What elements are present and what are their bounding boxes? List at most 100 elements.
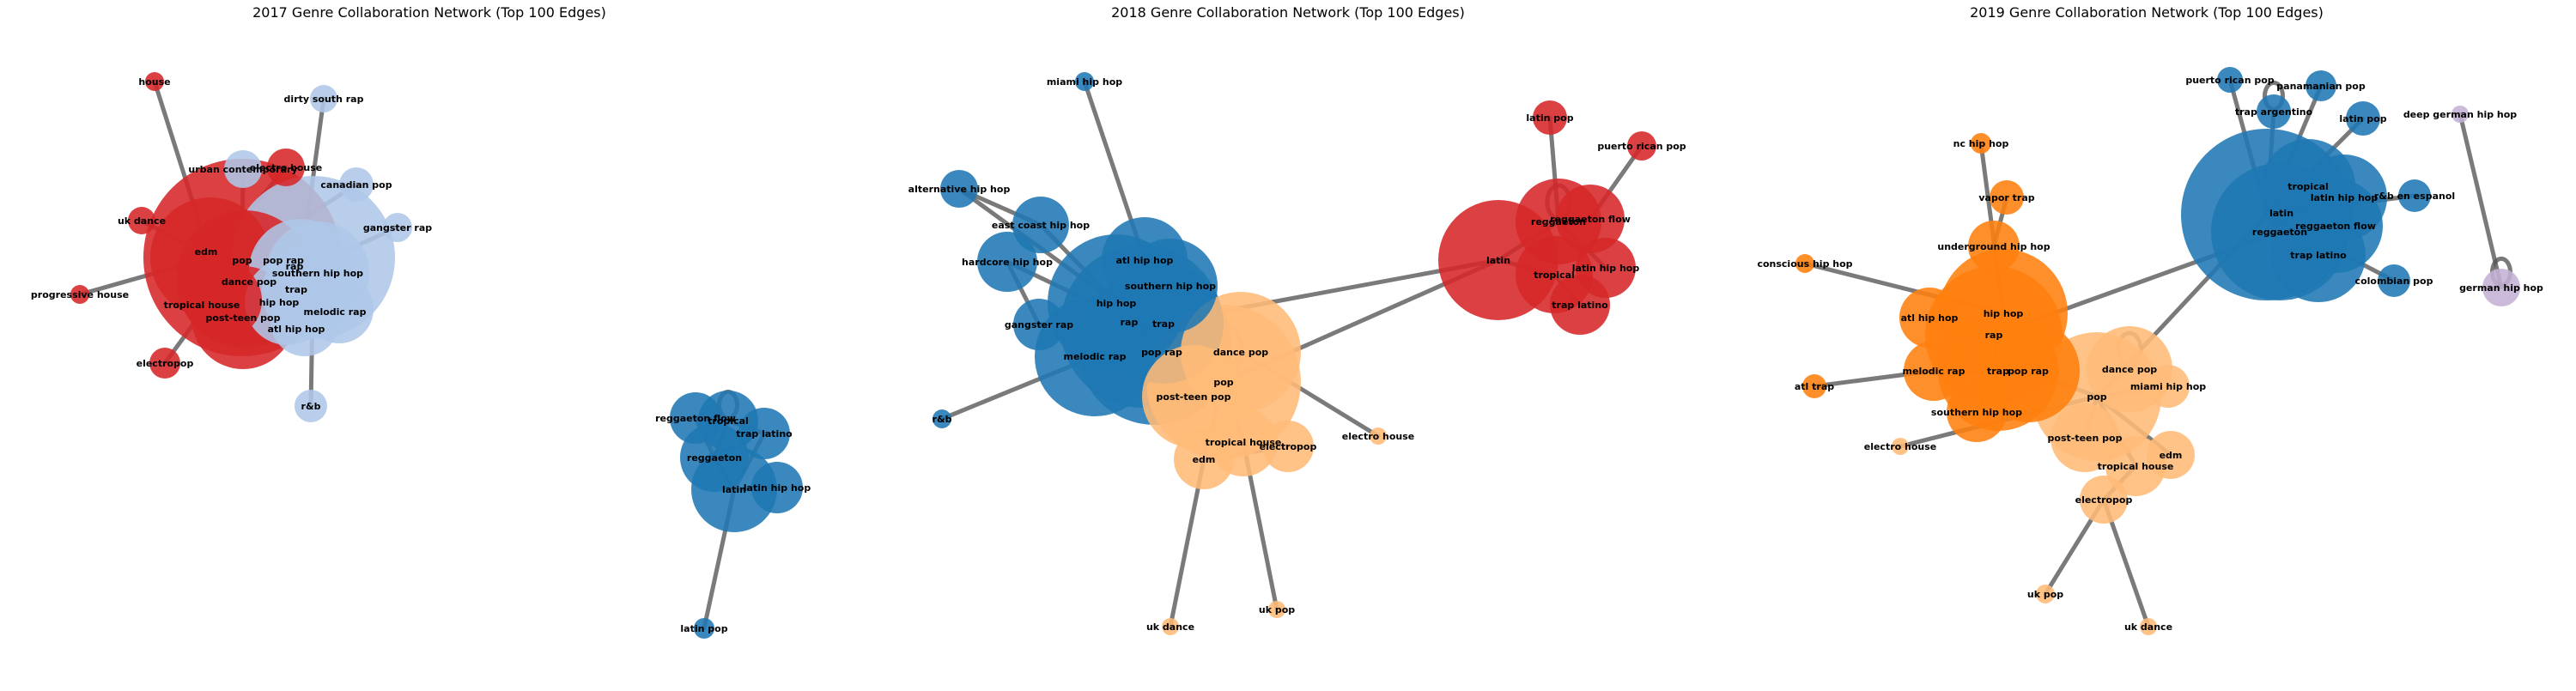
node-p2-miami-hip-hop	[1075, 72, 1094, 91]
node-label-p3-latin: latin	[2269, 208, 2293, 219]
node-p1-reggaeton-flow	[670, 392, 721, 444]
node-label-p0-atl-hip-hop: atl hip hop	[268, 324, 325, 335]
node-label-p3-atl-trap: atl trap	[1795, 381, 1834, 392]
node-label-p3-dance-pop: dance pop	[2102, 364, 2157, 375]
node-label-p1-reggaeton: reggaeton	[687, 452, 742, 464]
node-label-p2-southern-hip-hop: southern hip hop	[1125, 281, 1216, 292]
node-label-p2-reggaeton-flow: reggaeton flow	[1550, 214, 1631, 225]
node-label-p2-miami-hip-hop: miami hip hop	[1047, 76, 1122, 88]
node-label-p0-post-teen-pop: post-teen pop	[206, 312, 281, 324]
node-label-p2-pop: pop	[1213, 377, 1233, 388]
node-label-p2-uk-pop: uk pop	[1259, 604, 1295, 615]
node-label-p0-rap: rap	[286, 261, 304, 272]
node-label-p3-pop-rap: pop rap	[2008, 366, 2049, 377]
node-label-p2-reggaeton: reggaeton	[1531, 216, 1586, 227]
nodes-layer	[70, 67, 2520, 639]
node-p2-east-coast-hip-hop	[1012, 197, 1069, 253]
node-p3-uk-dance	[2140, 618, 2157, 635]
node-label-p0-southern-hip-hop: southern hip hop	[272, 268, 363, 279]
node-label-p3-panamanian-pop: panamanian pop	[2276, 81, 2366, 92]
node-p0-electro-house	[267, 149, 305, 186]
node-label-p2-tropical: tropical	[1534, 270, 1575, 281]
node-label-p0-dirty-south-rap: dirty south rap	[284, 94, 364, 105]
node-label-p2-electropop: electropop	[1260, 441, 1317, 452]
node-p0-house	[145, 72, 164, 91]
node-p3-post-teen-pop	[2050, 403, 2119, 472]
node-label-p3-edm: edm	[2160, 450, 2183, 461]
node-p1-trap-latino	[738, 408, 790, 459]
node-label-p0-tropical-house: tropical house	[164, 300, 240, 311]
node-label-p0-randb: r&b	[301, 401, 321, 412]
node-label-p0-urban-contemporary: urban contemporary	[188, 164, 297, 175]
node-p3-colombian-pop	[2378, 264, 2410, 297]
node-label-p0-electropop: electropop	[137, 358, 194, 369]
node-label-p0-pop-rap: pop rap	[263, 255, 304, 266]
node-label-p0-house: house	[138, 76, 170, 88]
node-p3-conscious-hip-hop	[1795, 254, 1814, 273]
node-label-p3-pop: pop	[2087, 391, 2106, 403]
node-label-p1-latin-hip-hop: latin hip hop	[744, 482, 811, 494]
node-p2-alternative-hip-hop	[940, 170, 978, 208]
node-label-p3-tropical-house: tropical house	[2098, 461, 2174, 472]
node-label-p2-atl-hip-hop: atl hip hop	[1116, 255, 1174, 266]
node-label-p3-uk-pop: uk pop	[2027, 589, 2063, 600]
node-p0-electropop	[149, 348, 180, 379]
node-label-p2-hardcore-hip-hop: hardcore hip hop	[962, 257, 1053, 268]
node-label-p3-puerto-rican-pop: puerto rican pop	[2185, 75, 2274, 86]
node-label-p2-trap: trap	[1152, 318, 1175, 330]
node-p3-randb-en-espanol	[2398, 179, 2431, 212]
node-label-p2-randb: r&b	[933, 414, 952, 425]
node-label-p2-tropical-house: tropical house	[1206, 437, 1282, 448]
node-p2-edm	[1174, 429, 1234, 489]
node-p3-panamanian-pop	[2306, 70, 2336, 101]
node-label-p3-deep-german-hip-hop: deep german hip hop	[2403, 109, 2517, 120]
node-label-p0-progressive-house: progressive house	[31, 289, 129, 300]
node-label-p2-dance-pop: dance pop	[1213, 347, 1268, 358]
node-label-p3-miami-hip-hop: miami hip hop	[2130, 381, 2206, 392]
node-label-p2-post-teen-pop: post-teen pop	[1157, 391, 1231, 403]
node-label-p3-southern-hip-hop: southern hip hop	[1931, 407, 2022, 418]
node-label-p2-east-coast-hip-hop: east coast hip hop	[992, 220, 1090, 231]
node-label-p3-reggaeton-flow: reggaeton flow	[2295, 221, 2376, 232]
node-label-p1-latin-pop: latin pop	[680, 623, 727, 634]
node-p2-trap-latino	[1550, 275, 1610, 335]
node-label-p3-reggaeton: reggaeton	[2252, 227, 2307, 238]
node-label-p1-trap-latino: trap latino	[736, 428, 793, 439]
node-label-p3-uk-dance: uk dance	[2124, 621, 2172, 633]
node-p2-electropop	[1262, 421, 1314, 472]
node-label-p0-hip-hop: hip hop	[259, 297, 300, 308]
node-label-p2-melodic-rap: melodic rap	[1064, 351, 1127, 362]
panel-title-2018: 2018 Genre Collaboration Network (Top 10…	[1111, 4, 1465, 21]
node-label-p2-rap: rap	[1121, 317, 1139, 328]
node-label-p3-randb-en-espanol: r&b en espanol	[2374, 191, 2455, 202]
node-p0-uk-dance	[128, 207, 155, 234]
node-label-p3-tropical: tropical	[2287, 181, 2329, 192]
node-label-p2-hip-hop: hip hop	[1097, 298, 1137, 309]
node-label-p2-latin-pop: latin pop	[1526, 112, 1573, 124]
node-label-p0-electro-house: electro house	[250, 162, 323, 173]
node-p3-atl-hip-hop	[1899, 288, 1959, 348]
node-p3-miami-hip-hop	[2147, 365, 2190, 408]
node-p2-uk-pop	[1268, 601, 1285, 618]
node-label-p3-vapor-trap: vapor trap	[1978, 192, 2034, 203]
node-label-p3-nc-hip-hop: nc hip hop	[1953, 138, 2009, 149]
node-p3-german-hip-hop	[2482, 269, 2520, 306]
node-p0-urban-contemporary	[224, 150, 262, 188]
node-p3-trap-argentino	[2257, 94, 2291, 129]
node-p2-randb	[933, 409, 951, 428]
node-label-p3-german-hip-hop: german hip hop	[2459, 282, 2543, 294]
node-p1-latin-pop	[694, 618, 714, 639]
node-p0-dirty-south-rap	[310, 85, 337, 112]
node-p3-uk-pop	[2036, 585, 2055, 603]
node-label-p0-canadian-pop: canadian pop	[320, 179, 392, 191]
node-label-p3-trap-argentino: trap argentino	[2235, 106, 2313, 118]
node-label-p1-reggaeton-flow: reggaeton flow	[655, 413, 736, 424]
node-label-p3-electro-house: electro house	[1864, 441, 1937, 452]
node-label-p3-latin-pop: latin pop	[2339, 113, 2386, 124]
node-label-p1-latin: latin	[722, 484, 746, 495]
node-label-p3-trap: trap	[1987, 366, 2009, 377]
node-label-p3-colombian-pop: colombian pop	[2355, 276, 2433, 287]
node-p0-atl-hip-hop	[270, 288, 339, 356]
